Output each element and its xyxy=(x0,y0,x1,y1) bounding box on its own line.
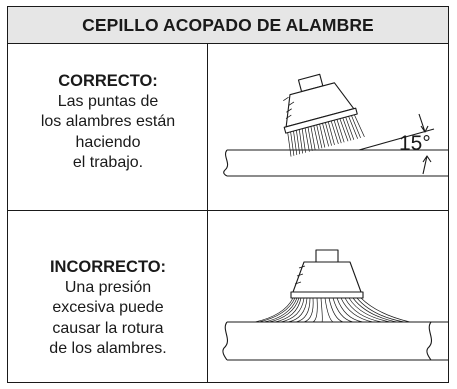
correct-brush-illustration: 15° xyxy=(223,73,449,177)
angle-label: 15° xyxy=(399,132,431,155)
bristles-correct xyxy=(287,114,365,157)
correct-line-3: haciendo xyxy=(75,133,141,151)
incorrect-brush-illustration xyxy=(222,249,449,361)
incorrect-line-2: excesiva puede xyxy=(52,299,164,316)
correct-line-2: los alambres están xyxy=(40,113,176,130)
workpiece-left-break xyxy=(223,149,229,177)
correct-line-1: Las puntas de xyxy=(57,92,159,110)
angle-reference-line xyxy=(358,128,435,151)
correct-description: CORRECTO: Las puntas de los alambres est… xyxy=(8,71,208,174)
column-divider xyxy=(207,44,208,382)
bristles-splayed xyxy=(254,297,411,323)
angle-arrow-top xyxy=(418,113,429,133)
correct-line-4: el trabajo. xyxy=(72,154,144,171)
incorrect-line-4: de los alambres. xyxy=(49,340,167,357)
cup-brush-tilted xyxy=(283,73,365,157)
row-divider xyxy=(8,210,448,211)
instruction-table: CEPILLO ACOPADO DE ALAMBRE CORRECTO: Las… xyxy=(7,6,449,383)
cup-brush-flat xyxy=(290,249,364,299)
table-title: CEPILLO ACOPADO DE ALAMBRE xyxy=(8,7,448,44)
workpiece-right-break xyxy=(426,321,432,361)
correct-heading: CORRECTO: xyxy=(58,72,158,90)
incorrect-description: INCORRECTO: Una presión excesiva puede c… xyxy=(8,257,208,360)
incorrect-line-3: causar la rotura xyxy=(52,319,164,337)
angle-arrow-bottom xyxy=(422,155,432,175)
workpiece-left-break xyxy=(222,321,228,361)
incorrect-line-1: Una presión xyxy=(64,278,152,296)
incorrect-heading: INCORRECTO: xyxy=(49,258,167,276)
